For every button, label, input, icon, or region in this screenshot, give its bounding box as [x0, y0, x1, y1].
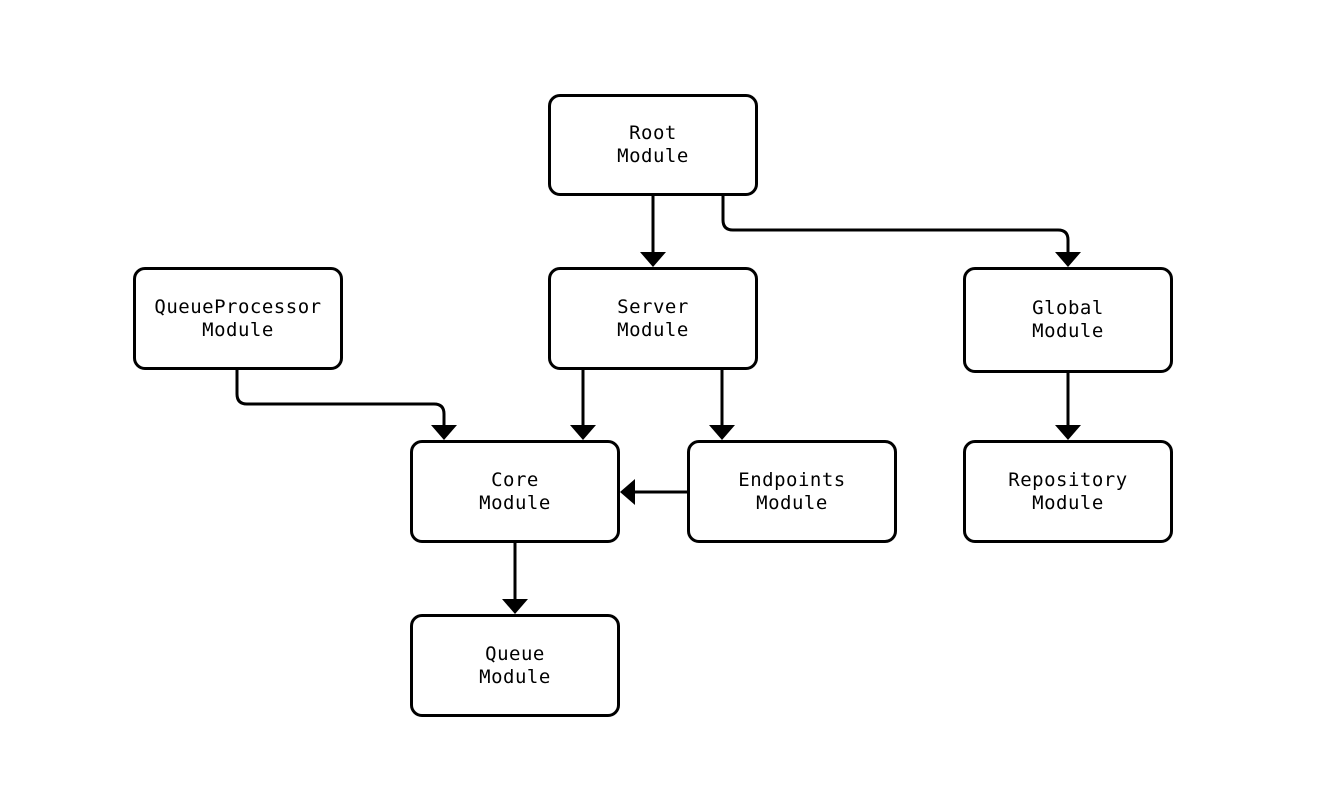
node-label-line2: Module — [617, 318, 689, 341]
node-label-line1: Server — [617, 295, 689, 318]
node-label-line2: Module — [617, 145, 689, 167]
node-server-module[interactable]: Server Module — [548, 267, 758, 370]
node-label-line1: Core — [491, 468, 539, 491]
node-global-module[interactable]: Global Module — [963, 267, 1173, 373]
node-label-line2: Module — [1032, 320, 1104, 342]
node-label-line1: Queue — [485, 642, 545, 665]
edge-root-to-global — [721, 196, 1070, 255]
node-label-line1: Endpoints — [738, 468, 846, 491]
node-label-line2: Module — [756, 491, 828, 514]
node-label-line1: Root — [629, 122, 677, 144]
edge-queueprocessor-to-core — [235, 370, 446, 428]
arrowhead-server-to-core — [570, 425, 596, 440]
arrowhead-endpoints-to-core — [620, 479, 635, 505]
node-queue-module[interactable]: Queue Module — [410, 614, 620, 717]
node-root-module[interactable]: Root Module — [548, 94, 758, 196]
arrowhead-root-to-global — [1055, 252, 1081, 267]
node-label-line2: Module — [479, 665, 551, 688]
node-core-module[interactable]: Core Module — [410, 440, 620, 543]
node-label-line2: Module — [202, 318, 274, 341]
arrowhead-global-to-repository — [1055, 425, 1081, 440]
node-label-line1: QueueProcessor — [154, 295, 322, 318]
node-endpoints-module[interactable]: Endpoints Module — [687, 440, 897, 543]
node-queueprocessor-module[interactable]: QueueProcessor Module — [133, 267, 343, 370]
node-label-line1: Repository — [1008, 468, 1128, 491]
arrowhead-core-to-queue — [502, 599, 528, 614]
arrowhead-server-to-endpoints — [709, 425, 735, 440]
arrowhead-queueprocessor-to-core — [431, 425, 457, 440]
arrowhead-root-to-server — [640, 252, 666, 267]
node-repository-module[interactable]: Repository Module — [963, 440, 1173, 543]
node-label-line2: Module — [1032, 491, 1104, 514]
node-label-line1: Global — [1032, 297, 1104, 319]
node-label-line2: Module — [479, 491, 551, 514]
